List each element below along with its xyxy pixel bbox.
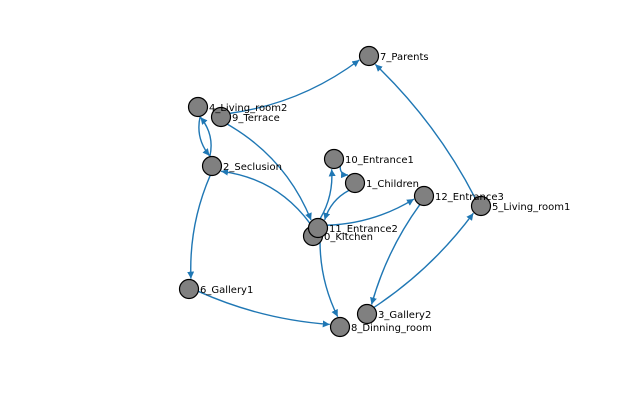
edges-layer	[187, 59, 476, 328]
node-4[interactable]	[187, 96, 209, 118]
node-8[interactable]	[329, 316, 351, 338]
node-6[interactable]	[178, 278, 200, 300]
node-12[interactable]	[413, 185, 435, 207]
node-label-5: 5_Living_room1	[492, 202, 570, 213]
edge-5-to-7	[374, 63, 476, 199]
edge-2-to-4	[199, 116, 212, 157]
edge-2-to-6	[187, 175, 211, 279]
node-label-8: 8_Dinning_room	[351, 323, 432, 334]
edge-11-to-8	[319, 237, 339, 318]
edge-4-to-2	[198, 116, 211, 157]
node-label-9: 9_Terrace	[232, 113, 280, 124]
node-1[interactable]	[344, 172, 366, 194]
node-11[interactable]	[307, 217, 329, 239]
node-9[interactable]	[210, 106, 232, 128]
node-5[interactable]	[470, 195, 492, 217]
edge-10-to-1	[339, 166, 349, 179]
node-label-6: 6_Gallery1	[200, 285, 253, 296]
node-label-3: 3_Gallery2	[378, 310, 431, 321]
edge-9-to-11	[226, 123, 312, 221]
edge-6-to-8	[197, 290, 330, 328]
node-label-10: 10_Entrance1	[345, 155, 414, 166]
node-7[interactable]	[358, 45, 380, 67]
node-label-1: 1_Children	[366, 179, 419, 190]
edge-1-to-11	[323, 189, 350, 221]
node-10[interactable]	[323, 148, 345, 170]
nodes-layer	[178, 45, 492, 338]
node-label-12: 12_Entrance3	[435, 192, 504, 203]
node-2[interactable]	[201, 155, 223, 177]
node-label-7: 7_Parents	[380, 52, 429, 63]
edge-12-to-3	[370, 204, 421, 305]
node-label-0: 0_Kitchen	[324, 232, 373, 243]
edge-9-to-7	[229, 59, 360, 115]
node-label-2: 2_Seclusion	[223, 162, 282, 173]
edge-3-to-5	[373, 212, 474, 309]
labels-layer: 0_Kitchen 1_Children 2_Seclusion 3_Gallery2…	[200, 52, 570, 334]
edge-11-to-2	[220, 168, 311, 224]
node-label-4: 4_Living_room2	[209, 103, 287, 114]
node-label-11: 11_Entrance2	[329, 224, 398, 235]
node-3[interactable]	[356, 303, 378, 325]
edge-11-to-12	[327, 198, 415, 226]
edge-11-to-10	[319, 169, 336, 220]
